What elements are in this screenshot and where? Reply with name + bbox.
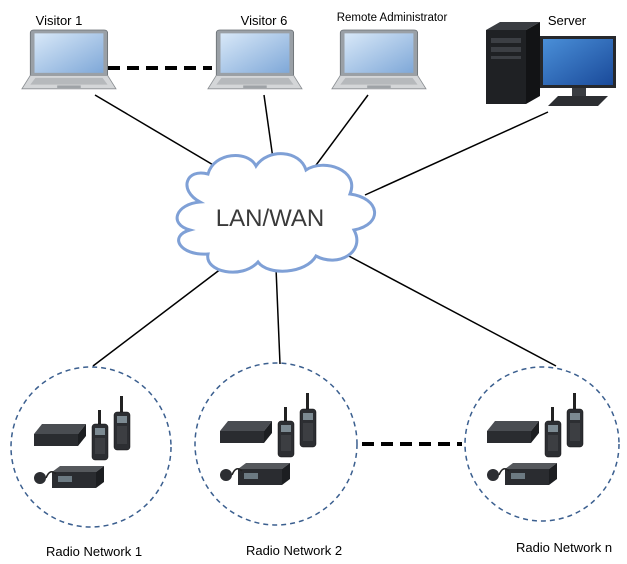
remote-admin-laptop-icon [331, 29, 427, 90]
radio-network-n-label: Radio Network n [515, 540, 613, 555]
link-server-cloud [364, 111, 549, 196]
radio-network-n [464, 366, 620, 522]
link-cloud-radion [344, 253, 557, 367]
radio-network-2-label: Radio Network 2 [245, 543, 343, 558]
link-cloud-radio2 [275, 267, 281, 365]
visitor6-label: Visitor 6 [240, 13, 288, 28]
link-cloud-radio1 [92, 261, 231, 367]
visitor6-laptop-icon [207, 29, 303, 90]
lan-wan-cloud: LAN/WAN [175, 152, 376, 274]
server-icon [486, 22, 616, 106]
visitor1-label: Visitor 1 [35, 13, 83, 28]
remote-admin-label: Remote Administrator [336, 12, 448, 24]
radio-network-2 [194, 362, 358, 526]
dashed-connectors [108, 66, 462, 446]
visitor1-laptop-icon [21, 29, 117, 90]
cloud-label: LAN/WAN [216, 205, 324, 232]
radio-network-1-label: Radio Network 1 [45, 544, 143, 559]
server-label: Server [547, 13, 587, 28]
radio-network-1 [10, 366, 172, 528]
